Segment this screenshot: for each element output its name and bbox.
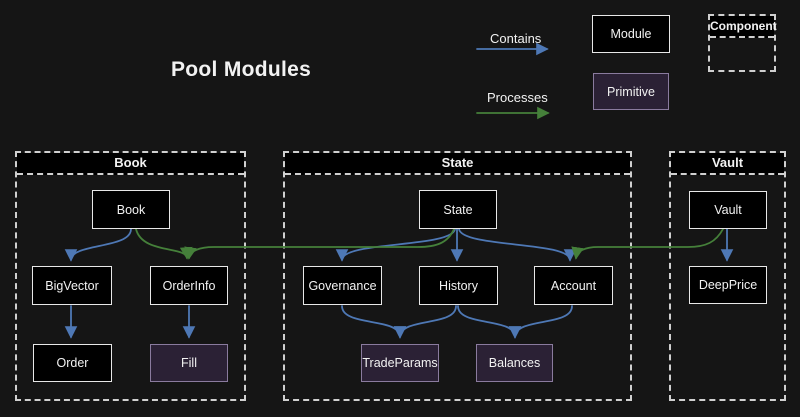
legend-component-label: Component [710, 16, 774, 38]
node-deepprice-label: DeepPrice [699, 278, 757, 292]
legend-module-label: Module [611, 27, 652, 41]
page-title: Pool Modules [171, 58, 311, 82]
legend-primitive-box: Primitive [593, 73, 669, 110]
node-balances: Balances [476, 344, 553, 382]
node-bigvector-label: BigVector [45, 279, 99, 293]
legend-module-box: Module [592, 15, 670, 53]
node-book-label: Book [117, 203, 146, 217]
node-state: State [419, 190, 497, 229]
legend-contains-label: Contains [490, 31, 541, 46]
node-orderinfo: OrderInfo [150, 266, 228, 305]
node-tradeparams-label: TradeParams [362, 356, 437, 370]
node-order: Order [33, 344, 112, 382]
node-order-label: Order [57, 356, 89, 370]
node-governance: Governance [303, 266, 382, 305]
node-tradeparams: TradeParams [361, 344, 439, 382]
node-book: Book [92, 190, 170, 229]
node-balances-label: Balances [489, 356, 540, 370]
node-deepprice: DeepPrice [689, 266, 767, 304]
node-fill-label: Fill [181, 356, 197, 370]
node-account: Account [534, 266, 613, 305]
node-fill: Fill [150, 344, 228, 382]
container-vault-title: Vault [671, 153, 784, 175]
node-vault-label: Vault [714, 203, 742, 217]
node-history: History [419, 266, 498, 305]
node-state-label: State [443, 203, 472, 217]
legend-component-box: Component [708, 14, 776, 72]
node-account-label: Account [551, 279, 596, 293]
legend-processes-label: Processes [487, 90, 548, 105]
node-orderinfo-label: OrderInfo [163, 279, 216, 293]
node-vault: Vault [689, 191, 767, 229]
container-state-title: State [285, 153, 630, 175]
node-history-label: History [439, 279, 478, 293]
container-book-title: Book [17, 153, 244, 175]
node-governance-label: Governance [308, 279, 376, 293]
legend-primitive-label: Primitive [607, 85, 655, 99]
node-bigvector: BigVector [32, 266, 112, 305]
